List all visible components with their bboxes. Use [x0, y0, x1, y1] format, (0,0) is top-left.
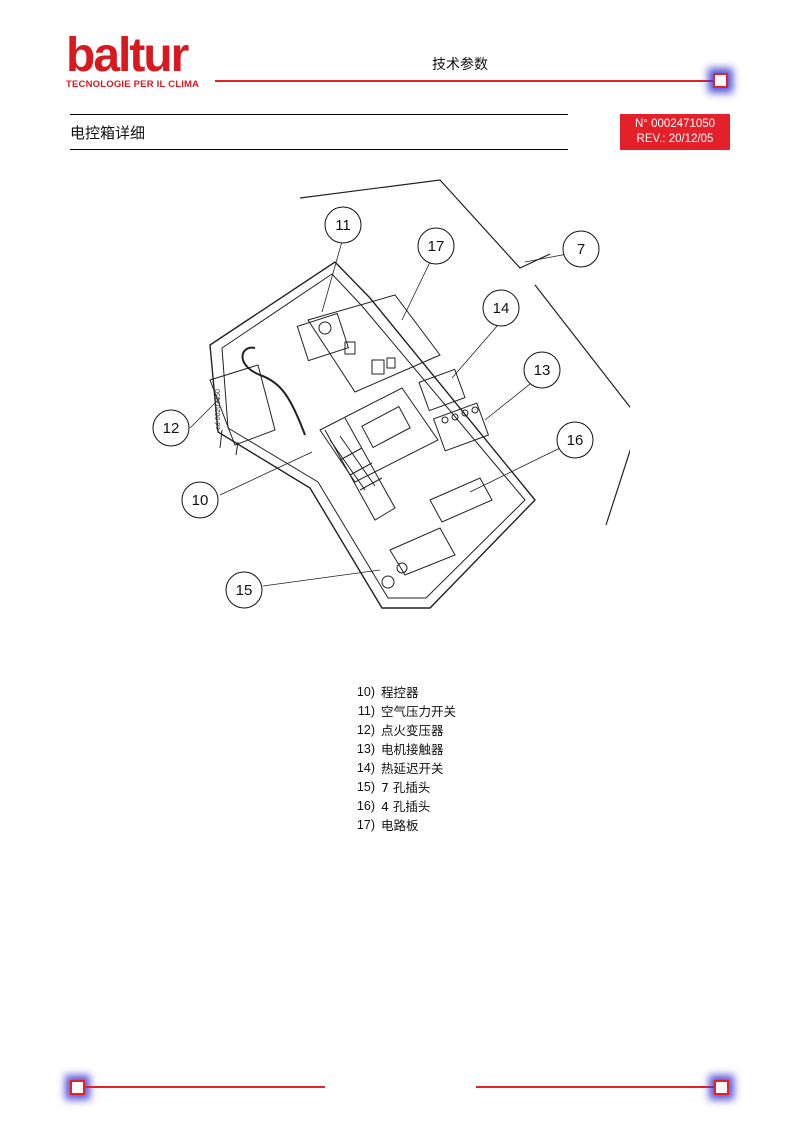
svg-text:11: 11 — [335, 217, 351, 234]
svg-text:17: 17 — [428, 238, 445, 255]
callout-13: 13 — [523, 351, 561, 389]
document-revision: REV.: 20/12/05 — [636, 133, 714, 145]
svg-text:12: 12 — [163, 420, 180, 437]
callout-11: 11 — [324, 206, 362, 244]
document-number-badge: N° 0002471050 REV.: 20/12/05 — [620, 114, 730, 150]
list-item: 14) 热延迟开关 — [348, 759, 456, 778]
part-number: 15) — [356, 780, 375, 794]
programmer-unit — [319, 387, 439, 483]
part-label: 点火变压器 — [381, 723, 444, 738]
logo-tagline: TECNOLOGIE PER IL CLIMA — [66, 79, 200, 90]
leader-line-17 — [401, 261, 431, 321]
ignition-cable — [241, 346, 306, 436]
list-item: 17) 电路板 — [348, 816, 456, 835]
callout-10: 10 — [181, 481, 219, 519]
corner-marker-bottom-left — [70, 1080, 85, 1095]
part-label: 4 孔插头 — [381, 799, 431, 814]
svg-text:13: 13 — [534, 362, 551, 379]
motor-contactor — [432, 402, 490, 452]
list-item: 12) 点火变压器 — [348, 721, 456, 740]
air-pressure-switch — [296, 312, 350, 362]
part-number: 17) — [356, 818, 375, 832]
svg-text:15: 15 — [236, 582, 253, 599]
footer-red-rule-left — [85, 1086, 325, 1088]
programmer-display — [361, 405, 411, 449]
section-rule-top — [70, 114, 568, 115]
svg-text:14: 14 — [493, 300, 510, 317]
circuit-board-plate — [307, 294, 441, 393]
enclosure-outer — [209, 261, 536, 609]
leader-line-16 — [469, 447, 561, 493]
leader-line-15 — [262, 569, 381, 587]
list-item: 15) 7 孔插头 — [348, 778, 456, 797]
document-number: N° 0002471050 — [634, 118, 716, 130]
callout-14: 14 — [482, 289, 520, 327]
enclosure-inner — [221, 273, 526, 599]
cover-outline-line — [299, 179, 551, 269]
ignition-transformer — [209, 364, 276, 446]
thermal-relay — [418, 368, 466, 412]
part-label: 程控器 — [381, 685, 419, 700]
list-item: 11) 空气压力开关 — [348, 702, 456, 721]
footer-red-rule-right — [476, 1086, 714, 1088]
callout-7: 7 — [562, 230, 600, 268]
part-number: 10) — [356, 685, 375, 699]
section-title: 电控箱详细 — [70, 124, 146, 142]
part-label: 电机接触器 — [381, 742, 444, 757]
section-rule-bottom — [70, 149, 568, 150]
control-box-diagram: ed 00203450 11 17 7 14 13 12 16 — [152, 179, 630, 609]
part-number: 16) — [356, 799, 375, 813]
board-component — [344, 341, 356, 355]
corner-marker-top-right — [713, 73, 728, 88]
svg-text:10: 10 — [192, 492, 209, 509]
part-number: 11) — [357, 704, 375, 718]
part-label: 电路板 — [381, 818, 419, 833]
cover-outline-line — [534, 284, 630, 526]
list-item: 13) 电机接触器 — [348, 740, 456, 759]
part-label: 热延迟开关 — [381, 761, 444, 776]
plug-7-pin — [389, 527, 456, 576]
callout-17: 17 — [417, 227, 455, 265]
brand-logo: baltur TECNOLOGIE PER IL CLIMA — [66, 29, 216, 91]
leader-line-11 — [321, 237, 344, 313]
switch-knob — [318, 321, 332, 335]
callout-12: 12 — [152, 409, 190, 447]
plug-4-pin — [429, 477, 493, 523]
header-red-rule — [215, 80, 713, 82]
logo-wordmark: baltur — [66, 29, 189, 82]
corner-marker-bottom-right — [714, 1080, 729, 1095]
svg-text:7: 7 — [577, 241, 585, 258]
svg-text:16: 16 — [567, 432, 584, 449]
parts-list: 10) 程控器 11) 空气压力开关 12) 点火变压器 13) 电机接触器 1… — [348, 683, 456, 835]
leader-line-13 — [484, 379, 536, 421]
board-component — [386, 357, 396, 369]
leader-line-10 — [219, 451, 313, 496]
part-number: 14) — [356, 761, 375, 775]
leader-line-14 — [451, 324, 499, 379]
list-item: 10) 程控器 — [348, 683, 456, 702]
part-label: 空气压力开关 — [381, 704, 457, 719]
board-component — [371, 359, 385, 375]
callout-16: 16 — [556, 421, 594, 459]
list-item: 16) 4 孔插头 — [348, 797, 456, 816]
part-number: 12) — [356, 723, 375, 737]
part-number: 13) — [356, 742, 375, 756]
callout-15: 15 — [225, 571, 263, 609]
part-label: 7 孔插头 — [381, 780, 431, 795]
leader-line-12 — [189, 397, 221, 429]
page-header-title: 技术参数 — [432, 57, 488, 73]
drawing-code: ed 00203450 — [215, 389, 222, 430]
